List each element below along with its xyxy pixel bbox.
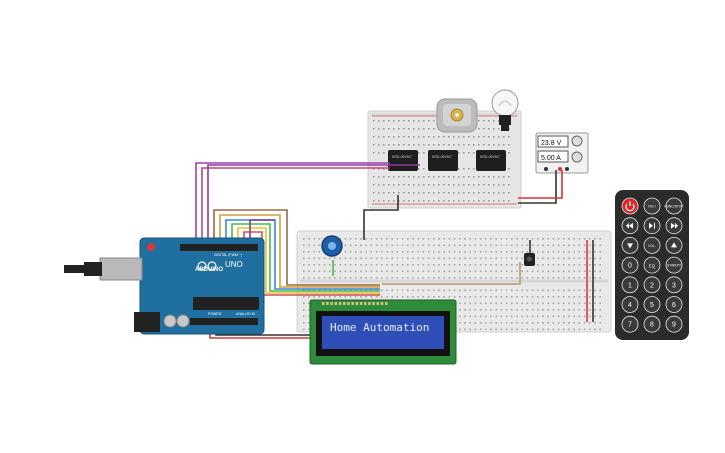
remote-button-label: 1	[628, 282, 632, 289]
remote-button-11[interactable]: ST/REPT	[665, 256, 683, 274]
remote-button-4[interactable]	[643, 217, 661, 235]
arduino-model: UNO	[225, 260, 243, 269]
remote-button-12[interactable]: 1	[621, 276, 639, 294]
remote-button-label: 4	[628, 302, 632, 309]
remote-button-label: 0	[628, 263, 632, 270]
remote-button-label: 2	[650, 282, 654, 289]
remote-button-label: 6	[672, 302, 676, 309]
remote-button-label: ST/REPT	[667, 264, 681, 268]
lcd-display: Home Automation	[309, 299, 457, 365]
remote-button-17[interactable]: 6	[665, 296, 683, 313]
remote-button-6[interactable]	[621, 236, 639, 254]
remote-button-label: FUNC/STOP	[665, 205, 685, 209]
rewind-icon	[626, 222, 633, 229]
relay-1: SRD-05VDC	[388, 150, 418, 171]
voltage-knob[interactable]	[571, 135, 583, 147]
remote-button-label: VOL-	[648, 244, 656, 248]
remote-button-18[interactable]: 7	[621, 315, 639, 333]
current-readout: 5.00 A	[541, 155, 561, 162]
arrow-up-icon	[671, 242, 677, 248]
remote-button-15[interactable]: 4	[621, 296, 639, 313]
remote-button-19[interactable]: 8	[643, 315, 661, 333]
arduino-digital-label: DIGITAL (PWM ~)	[214, 253, 242, 257]
svg-text:SRD-05VDC: SRD-05VDC	[392, 155, 412, 159]
relay-2: SRD-05VDC	[428, 150, 458, 171]
remote-button-10[interactable]: EQ	[643, 256, 661, 274]
remote-button-5[interactable]	[665, 217, 683, 235]
remote-button-label: VOL+	[648, 205, 657, 209]
svg-text:SRD-05VDC: SRD-05VDC	[432, 155, 452, 159]
remote-button-3[interactable]	[621, 217, 639, 235]
remote-button-13[interactable]: 2	[643, 276, 661, 294]
arduino-power-label: POWER	[208, 312, 222, 316]
remote-button-1[interactable]: VOL+	[643, 197, 661, 215]
arrow-down-icon	[627, 243, 633, 249]
voltage-readout: 23.8 V	[541, 140, 562, 147]
arduino-analog-label: ANALOG IN	[236, 312, 256, 316]
remote-button-20[interactable]: 9	[665, 315, 683, 333]
remote-button-9[interactable]: 0	[621, 256, 639, 274]
dc-motor	[436, 98, 478, 133]
remote-button-label: 9	[672, 322, 676, 329]
power-icon	[625, 203, 635, 212]
remote-button-2[interactable]: FUNC/STOP	[665, 197, 685, 215]
potentiometer[interactable]	[321, 235, 343, 257]
remote-button-0[interactable]	[621, 197, 639, 215]
arduino-brand: ARDUINO	[195, 267, 223, 273]
remote-button-label: 3	[672, 282, 676, 289]
current-knob[interactable]	[571, 151, 583, 163]
remote-button-label: 7	[628, 322, 632, 329]
light-bulb	[491, 89, 519, 131]
remote-button-label: 8	[650, 322, 654, 329]
play-pause-icon	[649, 222, 655, 229]
ir-remote: VOL+ FUNC/STOP VOL- 0 EQ ST/REPT 1 2 3 4 5 6 7 8 9	[615, 190, 689, 340]
remote-button-16[interactable]: 5	[643, 296, 661, 313]
remote-button-label: 5	[650, 302, 654, 309]
remote-button-7[interactable]: VOL-	[643, 236, 661, 254]
wires	[195, 162, 594, 339]
arduino-uno: ARDUINO UNO DIGITAL (PWM ~) POWER ANALOG…	[64, 237, 265, 335]
relay-3: SRD-05VDC	[476, 150, 506, 171]
remote-button-14[interactable]: 3	[665, 276, 683, 294]
power-supply: 23.8 V 5.00 A	[535, 132, 589, 174]
fast-forward-icon	[671, 222, 678, 229]
remote-button-8[interactable]	[665, 236, 683, 254]
lcd-text: Home Automation	[330, 321, 429, 334]
remote-button-label: EQ	[649, 264, 656, 269]
svg-text:SRD-05VDC: SRD-05VDC	[480, 155, 500, 159]
ir-receiver	[524, 253, 535, 266]
